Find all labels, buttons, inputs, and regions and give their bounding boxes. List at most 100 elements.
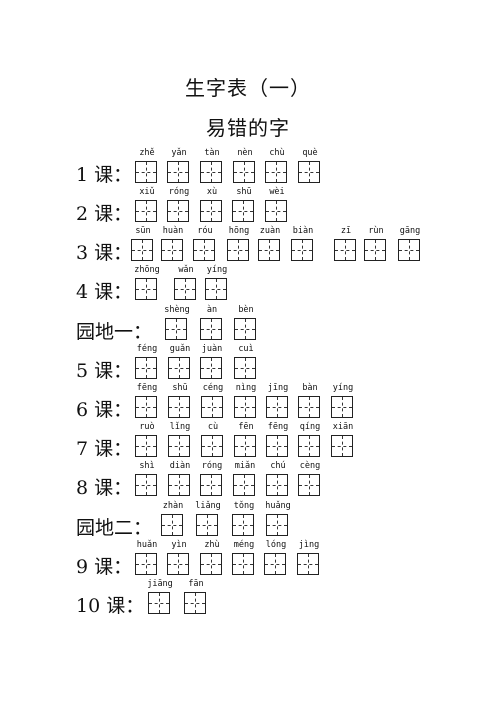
writing-grid-box xyxy=(135,435,157,457)
lesson-label: 5 课： xyxy=(76,360,133,382)
lesson-label: 7 课： xyxy=(76,438,133,460)
lesson-label: 2 课： xyxy=(76,203,133,225)
writing-grid-box xyxy=(193,239,215,261)
character-cell: wèi xyxy=(265,187,289,222)
writing-grid-box xyxy=(135,357,157,379)
writing-grid-box xyxy=(167,161,189,183)
character-cell: jiāng xyxy=(147,579,173,614)
pinyin-label: céng xyxy=(202,383,224,393)
writing-grid-box xyxy=(174,278,196,300)
lesson-label: 园地二： xyxy=(76,517,153,539)
pinyin-label: féng xyxy=(136,344,158,354)
character-cell: bàn xyxy=(298,383,322,418)
writing-grid-box xyxy=(227,239,249,261)
character-cell: fān xyxy=(184,579,208,614)
pinyin-label: huǎn xyxy=(136,540,158,550)
pinyin-label: zhàn xyxy=(162,501,184,511)
character-cell: tàn xyxy=(200,148,224,183)
character-cell: chú xyxy=(266,461,290,496)
writing-grid-box xyxy=(168,357,190,379)
writing-grid-box xyxy=(200,474,222,496)
character-cell: miǎn xyxy=(233,461,257,496)
character-cell: diàn xyxy=(168,461,192,496)
writing-grid-box xyxy=(291,239,313,261)
writing-grid-box xyxy=(168,474,190,496)
character-cell: huǎng xyxy=(265,501,291,536)
page-title: 生字表（一） xyxy=(185,76,311,100)
lesson-label: 6 课： xyxy=(76,399,133,421)
writing-grid-box xyxy=(234,396,256,418)
pinyin-label: huàn xyxy=(162,226,184,236)
writing-grid-box xyxy=(265,200,287,222)
writing-grid-box xyxy=(135,278,157,300)
writing-grid-box xyxy=(266,396,288,418)
pinyin-label: méng xyxy=(233,540,255,550)
writing-grid-box xyxy=(232,200,254,222)
character-cell: chù xyxy=(265,148,289,183)
character-cell: huàn xyxy=(161,226,185,261)
pinyin-label: biàn xyxy=(292,226,314,236)
page-subtitle: 易错的字 xyxy=(206,116,290,140)
pinyin-label: shèng xyxy=(164,305,190,315)
character-cell: rùn xyxy=(364,226,388,261)
character-cell: xù xyxy=(200,187,224,222)
lesson-label: 8 课： xyxy=(76,477,133,499)
character-cell: yíng xyxy=(331,383,355,418)
pinyin-label: shì xyxy=(139,461,155,471)
writing-grid-box xyxy=(196,514,218,536)
pinyin-label: xiǔ xyxy=(139,187,155,197)
writing-grid-box xyxy=(200,553,222,575)
lesson-label: 9 课： xyxy=(76,556,133,578)
writing-grid-box xyxy=(398,239,420,261)
pinyin-label: jìng xyxy=(298,540,320,550)
pinyin-label: róu xyxy=(197,226,213,236)
character-cell: shì xyxy=(135,461,159,496)
writing-grid-box xyxy=(201,435,223,457)
pinyin-label: huǎng xyxy=(265,501,291,511)
pinyin-label: zuàn xyxy=(259,226,281,236)
pinyin-label: fēng xyxy=(136,383,158,393)
writing-grid-box xyxy=(265,161,287,183)
character-cell: shū xyxy=(232,187,256,222)
character-cell: fēng xyxy=(266,422,290,457)
character-cell: yìn xyxy=(167,540,191,575)
pinyin-label: cù xyxy=(207,422,219,432)
pinyin-label: juàn xyxy=(201,344,223,354)
pinyin-label: yìn xyxy=(171,540,187,550)
writing-grid-box xyxy=(201,396,223,418)
character-cell: cèng xyxy=(298,461,322,496)
lesson-label: 4 课： xyxy=(76,281,133,303)
writing-grid-box xyxy=(298,474,320,496)
writing-grid-box xyxy=(135,396,157,418)
character-cell: shèng xyxy=(164,305,190,340)
character-cell: què xyxy=(298,148,322,183)
writing-grid-box xyxy=(258,239,280,261)
character-cell: tǒng xyxy=(232,501,256,536)
character-cell: róng xyxy=(200,461,224,496)
writing-grid-box xyxy=(234,318,256,340)
character-cell: zhōng xyxy=(134,265,160,300)
lesson-label: 10 课： xyxy=(76,595,145,617)
character-cell: róng xyxy=(167,187,191,222)
pinyin-label: yíng xyxy=(206,265,228,275)
lesson-row: 10 课：jiāng fān xyxy=(0,579,496,623)
writing-grid-box xyxy=(233,474,255,496)
pinyin-label: shū xyxy=(172,383,188,393)
writing-grid-box xyxy=(165,318,187,340)
character-cell: zhù xyxy=(200,540,224,575)
character-cell: zī xyxy=(334,226,358,261)
writing-grid-box xyxy=(233,161,255,183)
lesson-label: 3 课： xyxy=(76,242,133,264)
pinyin-label: zhě xyxy=(139,148,155,158)
character-cell: wǎn xyxy=(174,265,198,300)
writing-grid-box xyxy=(135,161,157,183)
writing-grid-box xyxy=(297,553,319,575)
character-cell: zhě xyxy=(135,148,159,183)
pinyin-label: què xyxy=(302,148,318,158)
writing-grid-box xyxy=(200,200,222,222)
pinyin-label: cuì xyxy=(238,344,254,354)
